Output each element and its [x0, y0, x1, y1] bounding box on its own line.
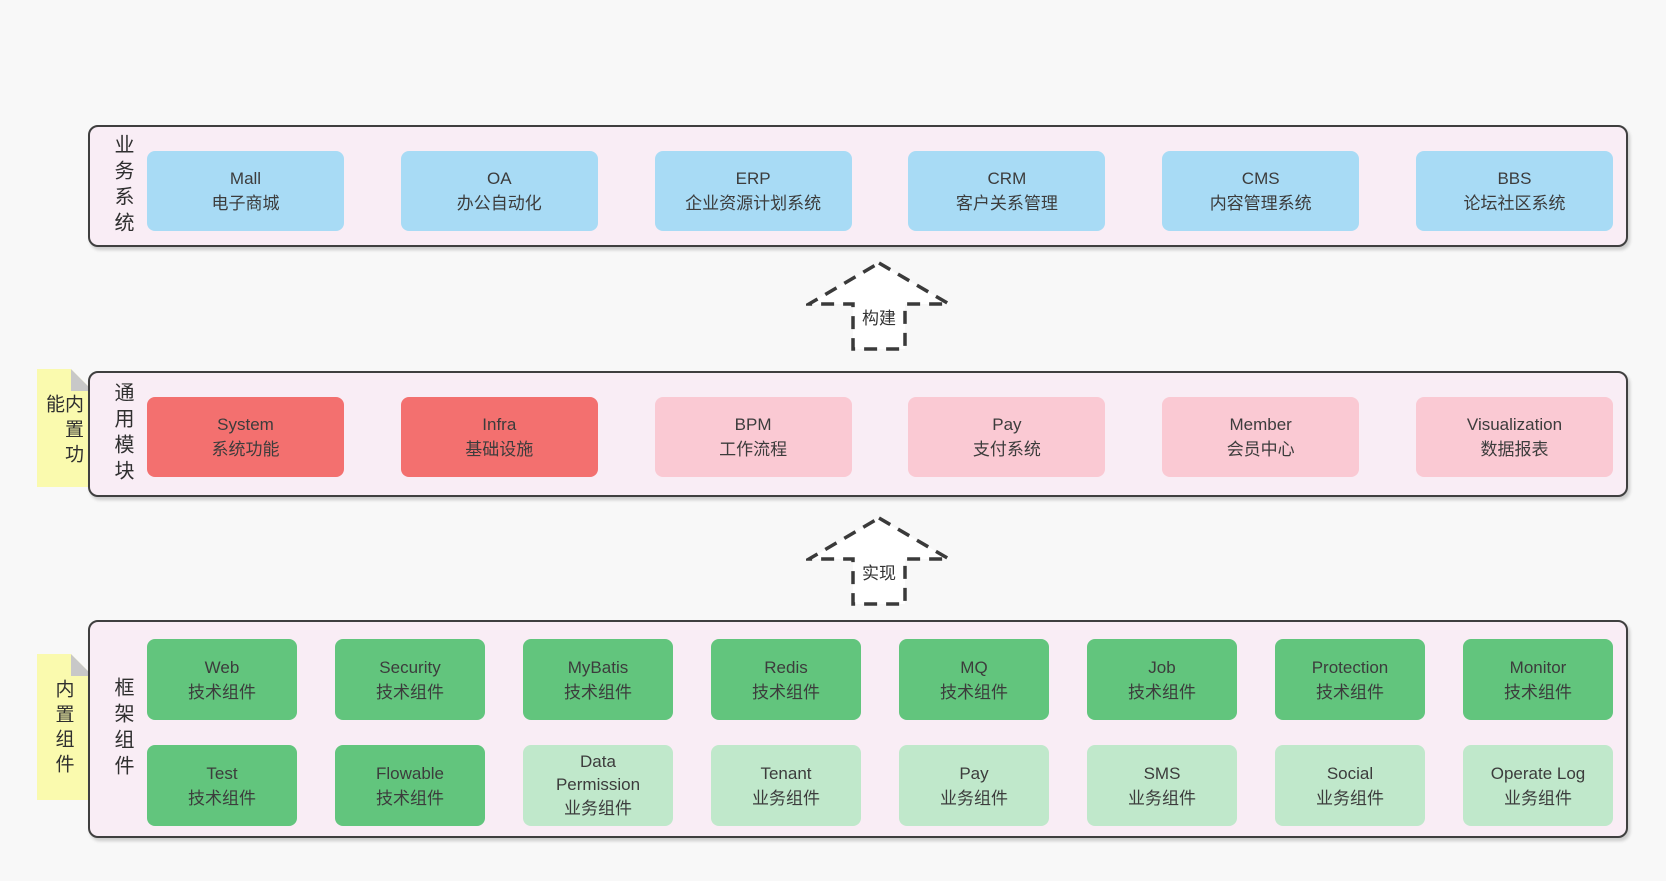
dashed-up-arrow-build: 构建	[806, 260, 952, 352]
box-web: Web 技术组件	[147, 639, 297, 720]
box-test: Test 技术组件	[147, 745, 297, 826]
box-operate-log: Operate Log 业务组件	[1463, 745, 1613, 826]
box-infra: Infra 基础设施	[400, 397, 598, 477]
box-sms: SMS 业务组件	[1087, 745, 1237, 826]
box-cms: CMS 内容管理系统	[1162, 151, 1360, 231]
box-erp: ERP 企业资源计划系统	[654, 151, 852, 231]
sticky-note-label: 内置组件	[52, 679, 74, 779]
sticky-note-label: 内置功能	[43, 394, 83, 469]
sticky-note-built-in-components: 内置组件	[37, 654, 93, 800]
box-mybatis: MyBatis 技术组件	[523, 639, 673, 720]
box-oa: OA 办公自动化	[400, 151, 598, 231]
box-data-permission: Data Permission 业务组件	[523, 745, 673, 826]
box-member: Member 会员中心	[1162, 397, 1360, 477]
box-pay: Pay 支付系统	[908, 397, 1106, 477]
box-mall: Mall 电子商城	[147, 151, 344, 231]
layer-common-modules: 通用模块 System 系统功能 Infra 基础设施 BPM 工作流程 Pay…	[88, 371, 1628, 497]
box-tenant: Tenant 业务组件	[711, 745, 861, 826]
up-arrow-icon	[806, 515, 952, 606]
box-monitor: Monitor 技术组件	[1463, 639, 1613, 720]
business-systems-row: Mall 电子商城 OA 办公自动化 ERP 企业资源计划系统 CRM 客户关系…	[147, 151, 1613, 231]
box-flowable: Flowable 技术组件	[335, 745, 485, 826]
framework-components-row-2: Test 技术组件 Flowable 技术组件 Data Permission …	[147, 745, 1613, 826]
box-protection: Protection 技术组件	[1275, 639, 1425, 720]
box-redis: Redis 技术组件	[711, 639, 861, 720]
box-social: Social 业务组件	[1275, 745, 1425, 826]
box-crm: CRM 客户关系管理	[908, 151, 1106, 231]
box-system: System 系统功能	[147, 397, 344, 477]
arrow-label-build: 构建	[862, 309, 896, 328]
box-security: Security 技术组件	[335, 639, 485, 720]
framework-components-row-1: Web 技术组件 Security 技术组件 MyBatis 技术组件 Redi…	[147, 639, 1613, 720]
layer-business-systems: 业务系统 Mall 电子商城 OA 办公自动化 ERP 企业资源计划系统 CRM…	[88, 125, 1628, 247]
box-visualization: Visualization 数据报表	[1415, 397, 1613, 477]
box-bbs: BBS 论坛社区系统	[1415, 151, 1613, 231]
layer-label-common-modules: 通用模块	[111, 382, 133, 486]
common-modules-row: System 系统功能 Infra 基础设施 BPM 工作流程 Pay 支付系统…	[147, 397, 1613, 477]
box-mq: MQ 技术组件	[899, 639, 1049, 720]
layer-framework-components: 框架组件 Web 技术组件 Security 技术组件 MyBatis 技术组件…	[88, 620, 1628, 838]
layer-label-business-systems: 业务系统	[111, 134, 133, 238]
dashed-up-arrow-implement: 实现	[806, 515, 952, 607]
box-bpm: BPM 工作流程	[654, 397, 852, 477]
arrow-label-implement: 实现	[862, 564, 896, 583]
layer-label-framework-components: 框架组件	[111, 677, 133, 781]
up-arrow-icon	[806, 260, 952, 351]
box-job: Job 技术组件	[1087, 639, 1237, 720]
box-pay-business: Pay 业务组件	[899, 745, 1049, 826]
sticky-note-built-in-features: 内置功能	[37, 369, 93, 487]
